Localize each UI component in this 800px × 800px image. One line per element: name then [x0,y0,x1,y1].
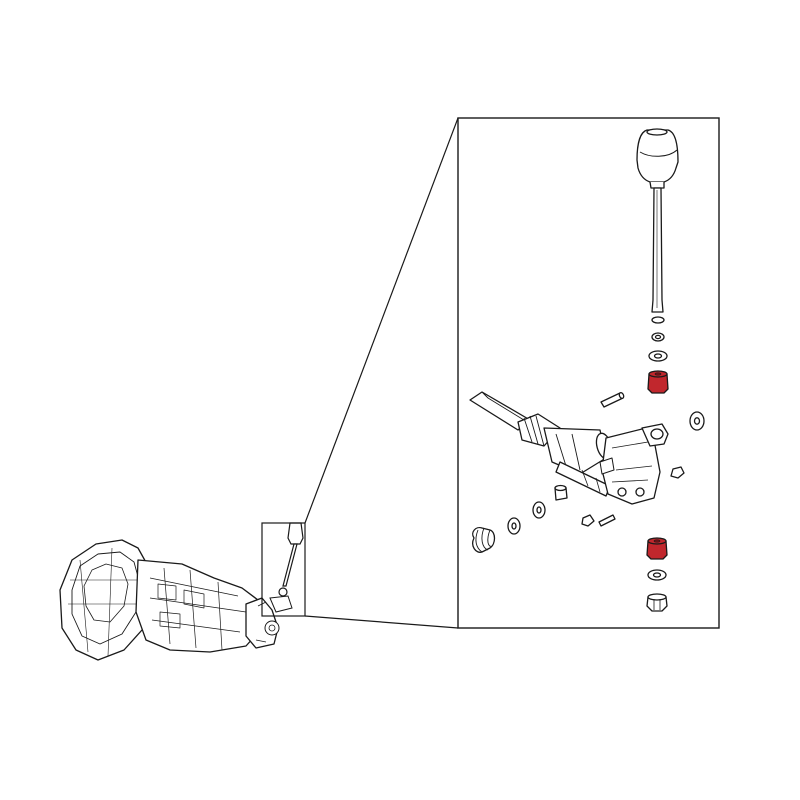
mini-shift-knob [287,522,304,545]
zoom-source-box [261,522,306,617]
transmission-assembly [59,539,280,661]
flat-washer-2 [532,501,546,519]
shift-rail-housing [469,391,613,497]
upper-bushing [647,370,669,394]
coil-spring [472,526,496,553]
mini-shifter [269,522,304,613]
zoom-guide-upper [304,117,459,524]
small-nut [581,514,595,527]
lower-bushing [646,537,668,560]
lever-clip-2 [651,332,665,342]
retaining-nut-small [670,466,685,479]
lever-clip [651,316,665,324]
detail-view [469,128,705,612]
shift-pin [600,392,625,408]
spacer [554,484,568,501]
roll-pin [598,514,616,527]
lever-washer [648,350,668,362]
detail-panel-frame [457,117,720,629]
retaining-nut [646,593,668,612]
tail-shaft [245,597,279,649]
pivot-bracket [599,423,669,505]
lock-washer [647,569,667,581]
zoom-guide-lower [304,615,459,629]
flat-washer-1 [507,517,521,535]
side-washer [689,411,705,431]
shift-lever-rod [651,187,664,313]
mini-shift-rod [282,543,298,587]
zoom-callout [261,117,720,629]
